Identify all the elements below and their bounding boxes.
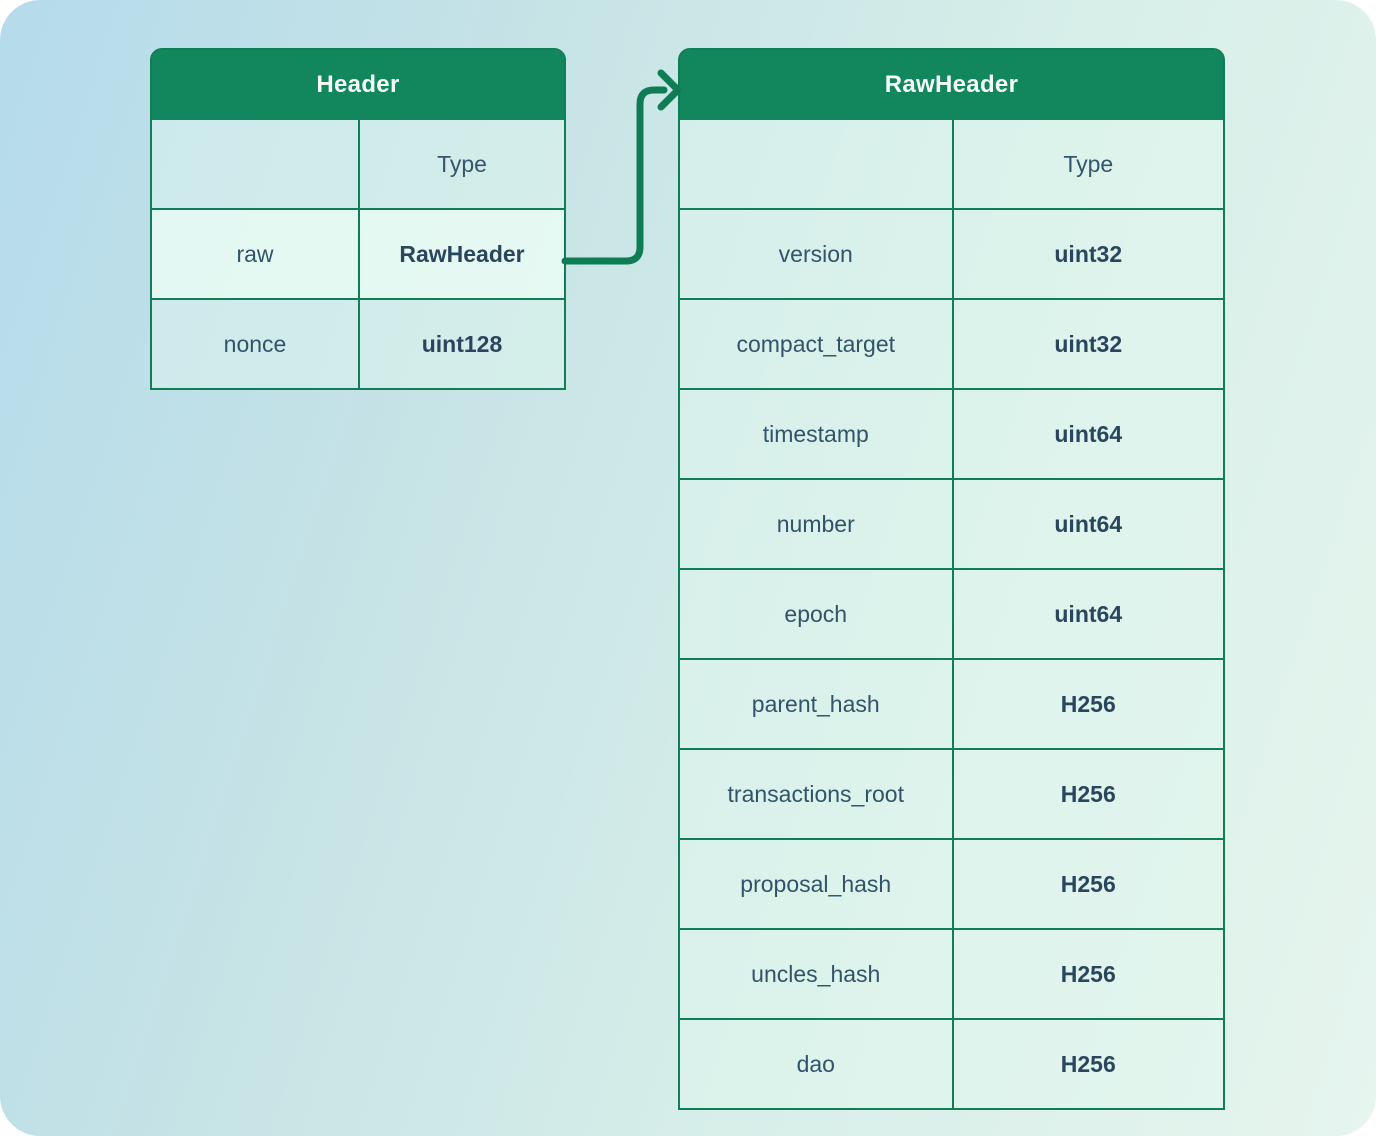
field-type: uint64 <box>951 390 1223 478</box>
column-header-row: Type <box>680 120 1223 208</box>
field-name: uncles_hash <box>680 930 952 1018</box>
field-name: version <box>680 210 952 298</box>
field-type: uint32 <box>951 300 1223 388</box>
field-type: uint64 <box>951 480 1223 568</box>
field-type: RawHeader <box>358 210 564 298</box>
field-type: H256 <box>951 660 1223 748</box>
type-column-header: Type <box>951 120 1223 208</box>
field-type: uint64 <box>951 570 1223 658</box>
field-name: raw <box>152 210 358 298</box>
field-type: H256 <box>951 1020 1223 1108</box>
field-type: uint128 <box>358 300 564 388</box>
field-type: H256 <box>951 930 1223 1018</box>
field-name: transactions_root <box>680 750 952 838</box>
field-name: number <box>680 480 952 568</box>
table-header-title: Header <box>152 50 564 120</box>
field-name-header-cell <box>152 120 358 208</box>
column-header-row: Type <box>152 120 564 208</box>
field-type: uint32 <box>951 210 1223 298</box>
field-name: compact_target <box>680 300 952 388</box>
field-name: epoch <box>680 570 952 658</box>
arrow-right-icon <box>657 69 682 111</box>
field-name: dao <box>680 1020 952 1108</box>
field-name: parent_hash <box>680 660 952 748</box>
type-column-header: Type <box>358 120 564 208</box>
connector-line <box>561 86 668 265</box>
field-type: H256 <box>951 840 1223 928</box>
field-type: H256 <box>951 750 1223 838</box>
table-rawheader-title: RawHeader <box>680 50 1223 120</box>
field-name: proposal_hash <box>680 840 952 928</box>
field-name: timestamp <box>680 390 952 478</box>
field-name-header-cell <box>680 120 952 208</box>
field-name: nonce <box>152 300 358 388</box>
